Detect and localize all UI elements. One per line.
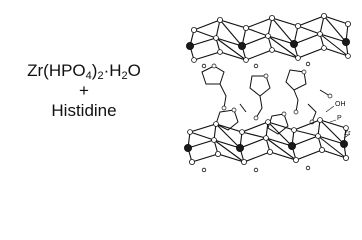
p-label: P — [337, 115, 342, 122]
histidine-atoms — [211, 63, 333, 125]
label-leaders — [325, 105, 351, 139]
figure: Zr(HPO4)2·H2O + Histidine — [4, 12, 351, 173]
bottom-layer-atoms — [184, 117, 349, 173]
oh-label: OH — [335, 101, 346, 108]
top-layer-atoms — [186, 12, 351, 69]
reaction-text: Zr(HPO4)2·H2O + Histidine — [4, 60, 164, 122]
intercalated-layer-structure — [184, 12, 351, 173]
zr-label: Zr — [344, 130, 351, 137]
histidine-label: Histidine — [51, 101, 117, 120]
plus-sign: + — [79, 81, 89, 100]
zirconium-phosphate-formula: Zr(HPO4)2·H2O — [27, 61, 141, 82]
